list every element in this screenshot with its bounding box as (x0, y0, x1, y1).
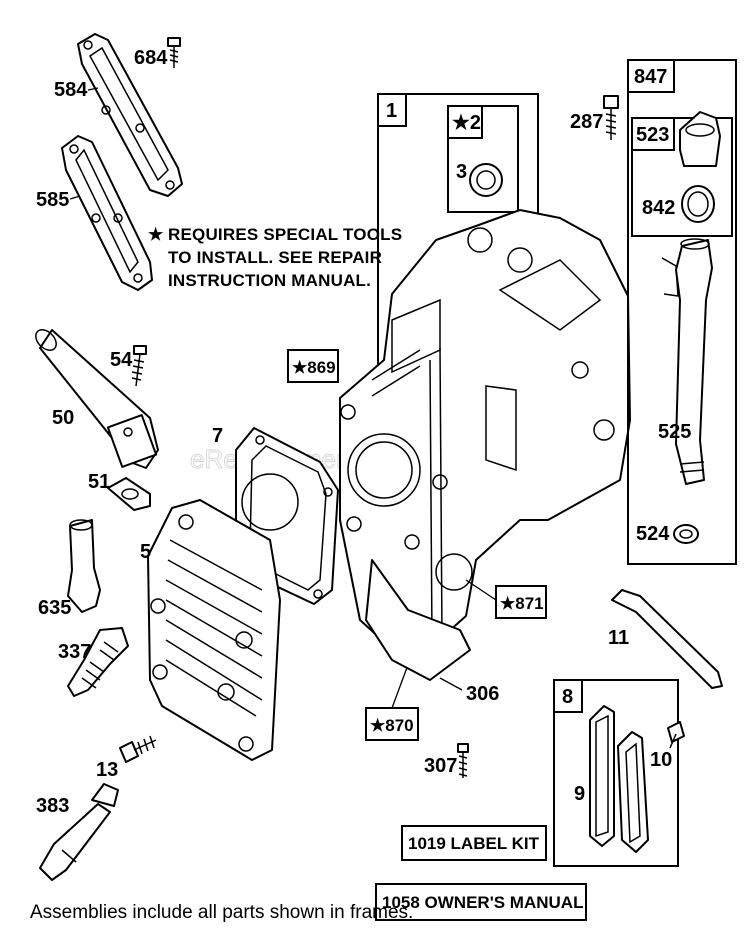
callout-524: 524 (636, 523, 670, 545)
callout-842: 842 (642, 197, 675, 219)
part-684-screw[interactable] (167, 37, 181, 68)
frame-8-tag (553, 679, 583, 713)
tag-870 (365, 707, 419, 741)
footer-note: Assemblies include all parts shown in fr… (30, 902, 413, 923)
note-star: ★ (148, 225, 164, 244)
frame-523-tag (631, 117, 675, 151)
frame-8 (553, 679, 679, 867)
part-635-elbow[interactable] (67, 519, 101, 613)
callout-51: 51 (88, 471, 110, 493)
frame-1-tag (377, 93, 407, 127)
callout-3: 3 (456, 161, 467, 183)
label-kit-box (401, 825, 547, 861)
callout-525: 525 (658, 421, 691, 443)
part-337-spark-plug[interactable] (67, 627, 129, 697)
callout-1: 1 (386, 100, 397, 122)
callout-684: 684 (134, 47, 168, 69)
callout-2: ★2 (452, 112, 481, 134)
part-11-rod[interactable] (611, 589, 723, 689)
callout-337: 337 (58, 641, 91, 663)
part-1-cylinder-block[interactable] (339, 209, 631, 661)
callout-7: 7 (212, 425, 223, 447)
callout-847: 847 (634, 66, 667, 88)
part-307-screw[interactable] (457, 743, 469, 778)
part-584-cover-plate[interactable] (77, 33, 183, 197)
note-line-3: INSTRUCTION MANUAL. (168, 271, 371, 290)
label-kit: 1019 LABEL KIT (408, 834, 540, 853)
callout-10: 10 (650, 749, 672, 771)
part-383-tool[interactable] (39, 783, 119, 881)
part-525-dipstick-tube[interactable] (661, 238, 713, 485)
part-5-cylinder-head[interactable] (147, 499, 281, 761)
callout-11: 11 (608, 627, 629, 649)
part-13-screw[interactable] (119, 735, 157, 763)
callout-5: 5 (140, 541, 151, 563)
part-54-screw[interactable] (131, 345, 147, 387)
part-9-valve-cover[interactable] (589, 705, 615, 847)
callout-870: ★870 (370, 716, 414, 735)
part-306-oil-slinger[interactable] (365, 559, 471, 681)
callout-9: 9 (574, 783, 585, 805)
part-287-plug[interactable] (603, 95, 619, 140)
callout-869: ★869 (292, 358, 336, 377)
part-523-dipstick-cap[interactable] (679, 111, 721, 167)
callout-523: 523 (636, 124, 669, 146)
callout-585: 585 (36, 189, 69, 211)
tag-869 (287, 349, 339, 383)
part-10-screw[interactable] (667, 721, 685, 749)
callout-383: 383 (36, 795, 69, 817)
part-51-gasket[interactable] (107, 477, 151, 511)
note-line-1: REQUIRES SPECIAL TOOLS (168, 225, 402, 244)
callout-50: 50 (52, 407, 74, 429)
frame-523 (631, 117, 733, 237)
callout-287: 287 (570, 111, 603, 133)
callout-635: 635 (38, 597, 71, 619)
callout-13: 13 (96, 759, 118, 781)
part-valve-cover-gasket[interactable] (617, 731, 649, 853)
callout-307: 307 (424, 755, 457, 777)
tag-871 (495, 585, 547, 619)
part-842-oring[interactable] (681, 185, 715, 223)
callout-8: 8 (562, 686, 573, 708)
owners-manual: 1058 OWNER'S MANUAL (382, 893, 583, 912)
frame-847 (627, 59, 737, 565)
callout-584: 584 (54, 79, 88, 101)
special-tools-note: ★ REQUIRES SPECIAL TOOLS TO INSTALL. SEE… (148, 225, 402, 290)
frame-2-tag (447, 105, 483, 139)
callout-306: 306 (466, 683, 499, 705)
owners-manual-box (375, 883, 587, 921)
part-524-seal[interactable] (673, 524, 699, 544)
frame-847-tag (627, 59, 675, 93)
note-line-2: TO INSTALL. SEE REPAIR (168, 248, 382, 267)
callout-54: 54 (110, 349, 133, 371)
part-3-oil-seal[interactable] (469, 163, 503, 197)
part-585-gasket[interactable] (61, 135, 153, 291)
part-50-breather-tube[interactable] (32, 326, 159, 469)
callout-871: ★871 (500, 594, 544, 613)
